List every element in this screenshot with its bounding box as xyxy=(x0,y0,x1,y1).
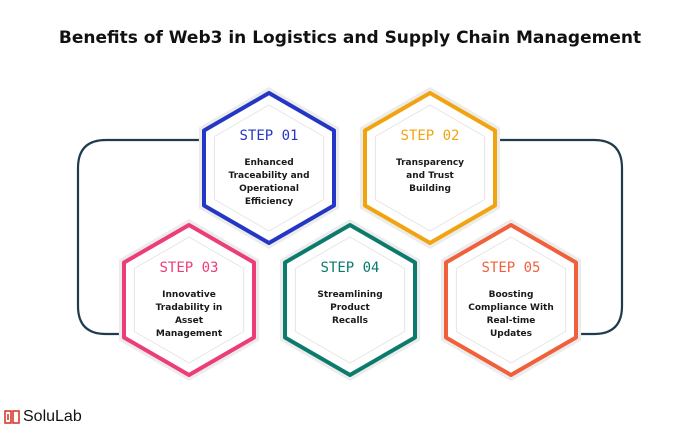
step-hexagon-inner xyxy=(213,104,325,232)
solulab-logo-text: SoluLab xyxy=(23,408,82,425)
step-hexagon-inner xyxy=(294,236,406,364)
solulab-logo: SoluLab xyxy=(4,408,82,426)
step-description-line: Real-time xyxy=(486,316,536,326)
step-label: STEP 03 xyxy=(159,260,219,276)
step-description-line: Enhanced xyxy=(244,158,294,168)
solulab-logo-icon xyxy=(4,410,20,424)
step-hexagon-inner xyxy=(455,236,567,364)
step-description-line: Transparency xyxy=(395,158,465,168)
step-description-line: Asset xyxy=(174,316,204,326)
step-description-line: Building xyxy=(409,184,451,194)
step-description-line: Operational xyxy=(239,184,299,194)
step-description-line: Updates xyxy=(489,329,533,339)
step-description-line: Traceability and xyxy=(228,171,310,181)
step-hexagon-inner xyxy=(133,236,245,364)
step-description-line: and Trust xyxy=(406,171,454,181)
step-description-line: Efficiency xyxy=(244,197,294,207)
step-label: STEP 02 xyxy=(400,128,460,144)
step-description-line: Product xyxy=(330,303,370,313)
step-label: STEP 04 xyxy=(320,260,380,276)
step-description-line: Innovative xyxy=(162,290,216,300)
step-label: STEP 05 xyxy=(481,260,541,276)
step-description-line: Recalls xyxy=(332,316,368,326)
connector-loop xyxy=(76,138,624,336)
step-description-line: Compliance With xyxy=(468,303,554,313)
step-description-line: Management xyxy=(155,329,223,339)
step-description-line: Tradability in xyxy=(155,303,223,313)
page-title: Benefits of Web3 in Logistics and Supply… xyxy=(58,28,642,48)
step-description-line: Boosting xyxy=(488,290,534,300)
step-hexagon-inner xyxy=(374,104,486,232)
step-description-line: Streamlining xyxy=(317,290,383,300)
step-label: STEP 01 xyxy=(239,128,299,144)
